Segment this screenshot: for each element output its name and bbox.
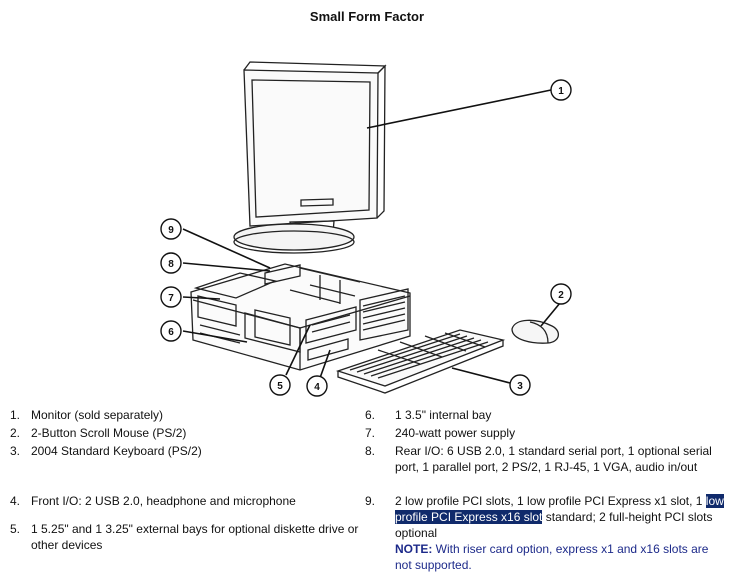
legend-left: 1. Monitor (sold separately) 2. 2-Button… xyxy=(10,407,360,577)
legend-right: 6. 1 3.5" internal bay 7. 240-watt power… xyxy=(365,407,730,577)
callout-4: 4 xyxy=(314,382,320,393)
legend-text: 1 5.25" and 1 3.25" external bays for op… xyxy=(31,522,359,552)
callout-2: 2 xyxy=(558,290,564,301)
legend-number: 8. xyxy=(365,444,376,458)
legend-number: 1. xyxy=(10,408,21,422)
callout-9: 9 xyxy=(168,225,174,236)
legend-text: 2-Button Scroll Mouse (PS/2) xyxy=(31,426,187,440)
legend-text: 2 low profile PCI slots, 1 low profile P… xyxy=(395,493,725,573)
legend-number: 4. xyxy=(10,494,21,508)
note-text: With riser card option, express x1 and x… xyxy=(395,542,709,572)
keyboard-illustration xyxy=(335,329,506,394)
legend-text: Rear I/O: 6 USB 2.0, 1 standard serial p… xyxy=(395,444,712,474)
figure-title: Small Form Factor xyxy=(309,9,425,24)
note-label: NOTE: xyxy=(395,542,433,556)
legend-text: Front I/O: 2 USB 2.0, headphone and micr… xyxy=(31,494,296,508)
callout-1: 1 xyxy=(558,86,564,97)
legend-number: 2. xyxy=(10,426,21,440)
legend-text: 1 3.5" internal bay xyxy=(395,408,492,422)
monitor-illustration xyxy=(233,61,387,254)
callout-3: 3 xyxy=(517,381,523,392)
legend-number: 9. xyxy=(365,494,376,508)
callout-8: 8 xyxy=(168,259,174,270)
legend-number: 7. xyxy=(365,426,376,440)
legend-text-part: standard; 2 full-height PCI slots option… xyxy=(395,510,713,540)
callout-6: 6 xyxy=(168,327,174,338)
mouse-illustration xyxy=(511,319,559,344)
computer-diagram: 1 2 3 4 5 6 7 8 9 xyxy=(160,61,572,397)
legend-text: 240-watt power supply xyxy=(395,426,516,440)
legend-number: 5. xyxy=(10,522,21,536)
legend-text: 2004 Standard Keyboard (PS/2) xyxy=(31,444,202,458)
legend-text-part: 2 low profile PCI slots, 1 low profile P… xyxy=(395,494,706,508)
callout-7: 7 xyxy=(168,293,174,304)
legend-text: Monitor (sold separately) xyxy=(31,408,164,422)
chassis-illustration xyxy=(190,263,411,371)
legend-number: 6. xyxy=(365,408,376,422)
callout-5: 5 xyxy=(277,381,283,392)
legend-number: 3. xyxy=(10,444,21,458)
